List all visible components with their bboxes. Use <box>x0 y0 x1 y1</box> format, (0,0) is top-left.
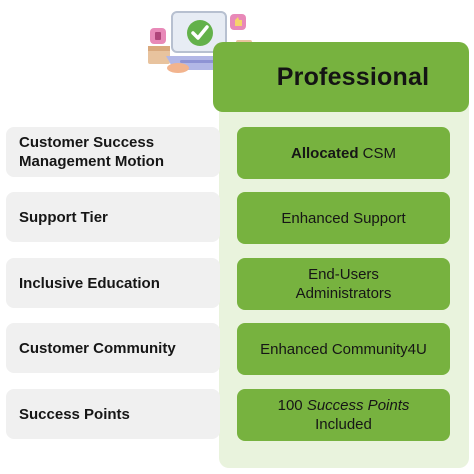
value-text: CSM <box>358 144 396 162</box>
feature-label-text: Customer Success Management Motion <box>19 134 164 170</box>
value-success-points: 100 Success Points Included <box>237 389 450 441</box>
value-line-2: Administrators <box>295 285 392 302</box>
feature-label-text: Inclusive Education <box>19 274 160 292</box>
feature-label-support-tier: Support Tier <box>6 192 220 242</box>
checkmark-icon <box>187 20 213 46</box>
value-inclusive-education: End-Users Administrators <box>237 258 450 310</box>
value-line-1: End-Users <box>308 266 379 283</box>
thumbs-up-icon <box>230 14 246 30</box>
plan-title: Professional <box>276 62 430 91</box>
value-line-2: Included <box>315 416 372 433</box>
feature-label-success-points: Success Points <box>6 389 220 439</box>
value-italic-text: Success Points <box>306 397 410 414</box>
value-support-tier: Enhanced Support <box>237 192 450 244</box>
feature-label-inclusive-education: Inclusive Education <box>6 258 220 308</box>
feature-label-text: Support Tier <box>19 208 108 226</box>
gift-icon <box>150 28 166 44</box>
value-prefix-text: 100 <box>277 397 307 414</box>
feature-label-text: Customer Community <box>19 339 176 357</box>
value-text: Enhanced Support <box>281 209 406 227</box>
feature-label-text: Success Points <box>19 405 130 423</box>
value-customer-community: Enhanced Community4U <box>237 323 450 375</box>
feature-label-cs-management: Customer Success Management Motion <box>6 127 220 177</box>
value-cs-management: Allocated CSM <box>237 127 450 179</box>
value-text: Enhanced Community4U <box>260 340 427 358</box>
plan-header: Professional <box>213 42 469 112</box>
feature-label-customer-community: Customer Community <box>6 323 220 373</box>
value-strong-text: Allocated <box>290 144 359 162</box>
box-icon <box>148 46 170 64</box>
